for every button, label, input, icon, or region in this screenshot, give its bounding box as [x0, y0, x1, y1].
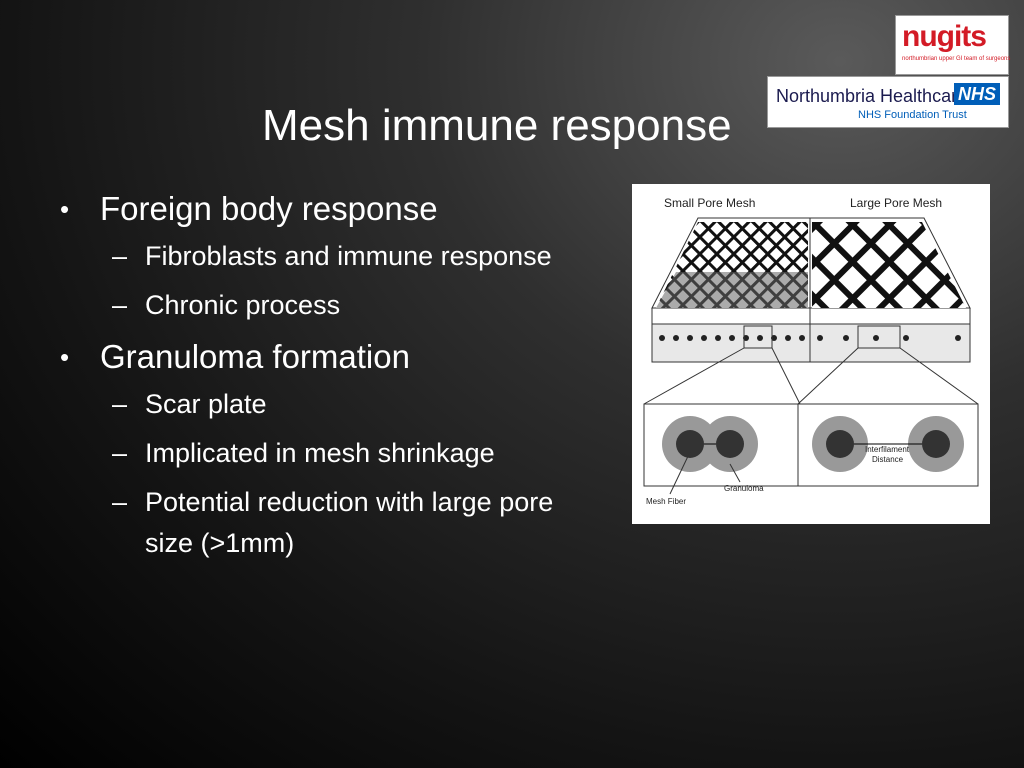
- small-pore-label: Small Pore Mesh: [664, 196, 755, 210]
- nhs-badge: NHS: [954, 83, 1001, 105]
- mesh-pore-diagram: Small Pore Mesh Large Pore Mesh: [632, 184, 990, 524]
- sub-bullet-item: – Scar plate: [60, 384, 565, 425]
- bullet-item: • Foreign body response: [60, 186, 580, 232]
- bullet-dot-icon: •: [60, 342, 70, 372]
- interfilament-label: Interfilament: [865, 445, 910, 454]
- nhs-trust-logo: Northumbria Healthcare NHS NHS Foundatio…: [768, 77, 1008, 127]
- bullet-list: • Foreign body response – Fibroblasts an…: [60, 186, 580, 572]
- mesh-diagram-svg: Small Pore Mesh Large Pore Mesh: [643, 196, 979, 506]
- sub-bullet-text: Fibroblasts and immune response: [145, 241, 552, 271]
- sub-bullet-text: Implicated in mesh shrinkage: [145, 438, 495, 468]
- sub-bullet-text: Scar plate: [145, 389, 267, 419]
- sub-bullet-item: – Fibroblasts and immune response: [60, 236, 565, 277]
- nugits-logo: nugits northumbrian upper GI team of sur…: [896, 16, 1011, 74]
- bullet-item: • Granuloma formation: [60, 334, 580, 380]
- bullet-dot-icon: •: [60, 194, 70, 224]
- dash-icon: –: [112, 438, 128, 468]
- nugits-logo-tagline: northumbrian upper GI team of surgeons: [902, 56, 1011, 62]
- dash-icon: –: [112, 487, 128, 517]
- slide-title: Mesh immune response: [262, 101, 732, 150]
- nugits-logo-word: nugits: [902, 20, 987, 53]
- sub-bullet-text: Potential reduction with large pore size…: [145, 487, 554, 558]
- large-pore-label: Large Pore Mesh: [850, 196, 942, 210]
- bullet-text: Granuloma formation: [100, 338, 410, 375]
- dash-icon: –: [112, 389, 128, 419]
- tissue-layer: [651, 323, 971, 363]
- dash-icon: –: [112, 241, 128, 271]
- sub-bullet-text: Chronic process: [145, 290, 341, 320]
- sub-bullet-item: – Implicated in mesh shrinkage: [60, 433, 565, 474]
- mesh-fiber-label: Mesh Fiber: [646, 497, 686, 506]
- sub-bullet-item: – Chronic process: [60, 285, 565, 326]
- nhs-organisation-name: Northumbria Healthcare: [776, 86, 968, 106]
- granuloma-label: Granuloma: [724, 484, 764, 493]
- nhs-trust-name: NHS Foundation Trust: [858, 109, 967, 121]
- distance-label: Distance: [872, 455, 904, 464]
- large-pore-mesh-surface: [812, 222, 966, 308]
- dash-icon: –: [112, 290, 128, 320]
- sub-bullet-item: – Potential reduction with large pore si…: [60, 482, 565, 564]
- bullet-text: Foreign body response: [100, 190, 438, 227]
